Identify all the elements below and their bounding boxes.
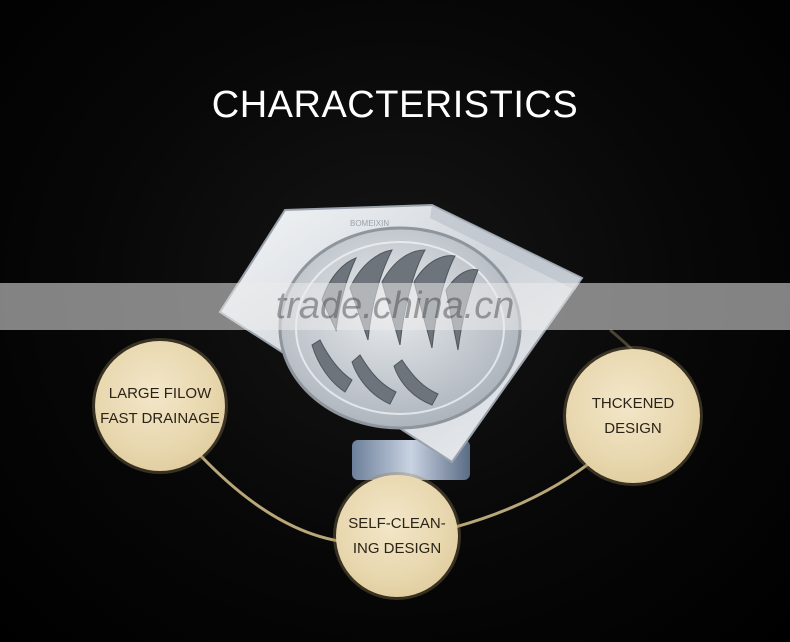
feature-line: SELF-CLEAN- [348, 515, 446, 532]
svg-text:BOMEIXIN: BOMEIXIN [350, 219, 389, 228]
feature-line: FAST DRAINAGE [100, 410, 220, 427]
watermark-band [0, 283, 790, 330]
feature-line: THCKENED [591, 395, 675, 412]
feature-line: DESIGN [604, 420, 662, 437]
feature-line: ING DESIGN [352, 540, 442, 557]
page-title: CHARACTERISTICS [211, 84, 579, 126]
feature-bubble-thickened: THCKENED DESIGN [566, 349, 700, 483]
feature-line: LARGE FILOW [108, 385, 212, 402]
feature-bubble-large-flow: LARGE FILOW FAST DRAINAGE [95, 341, 225, 471]
watermark: trade.china.cn [275, 285, 515, 327]
feature-bubble-self-cleaning: SELF-CLEAN- ING DESIGN [336, 475, 458, 597]
